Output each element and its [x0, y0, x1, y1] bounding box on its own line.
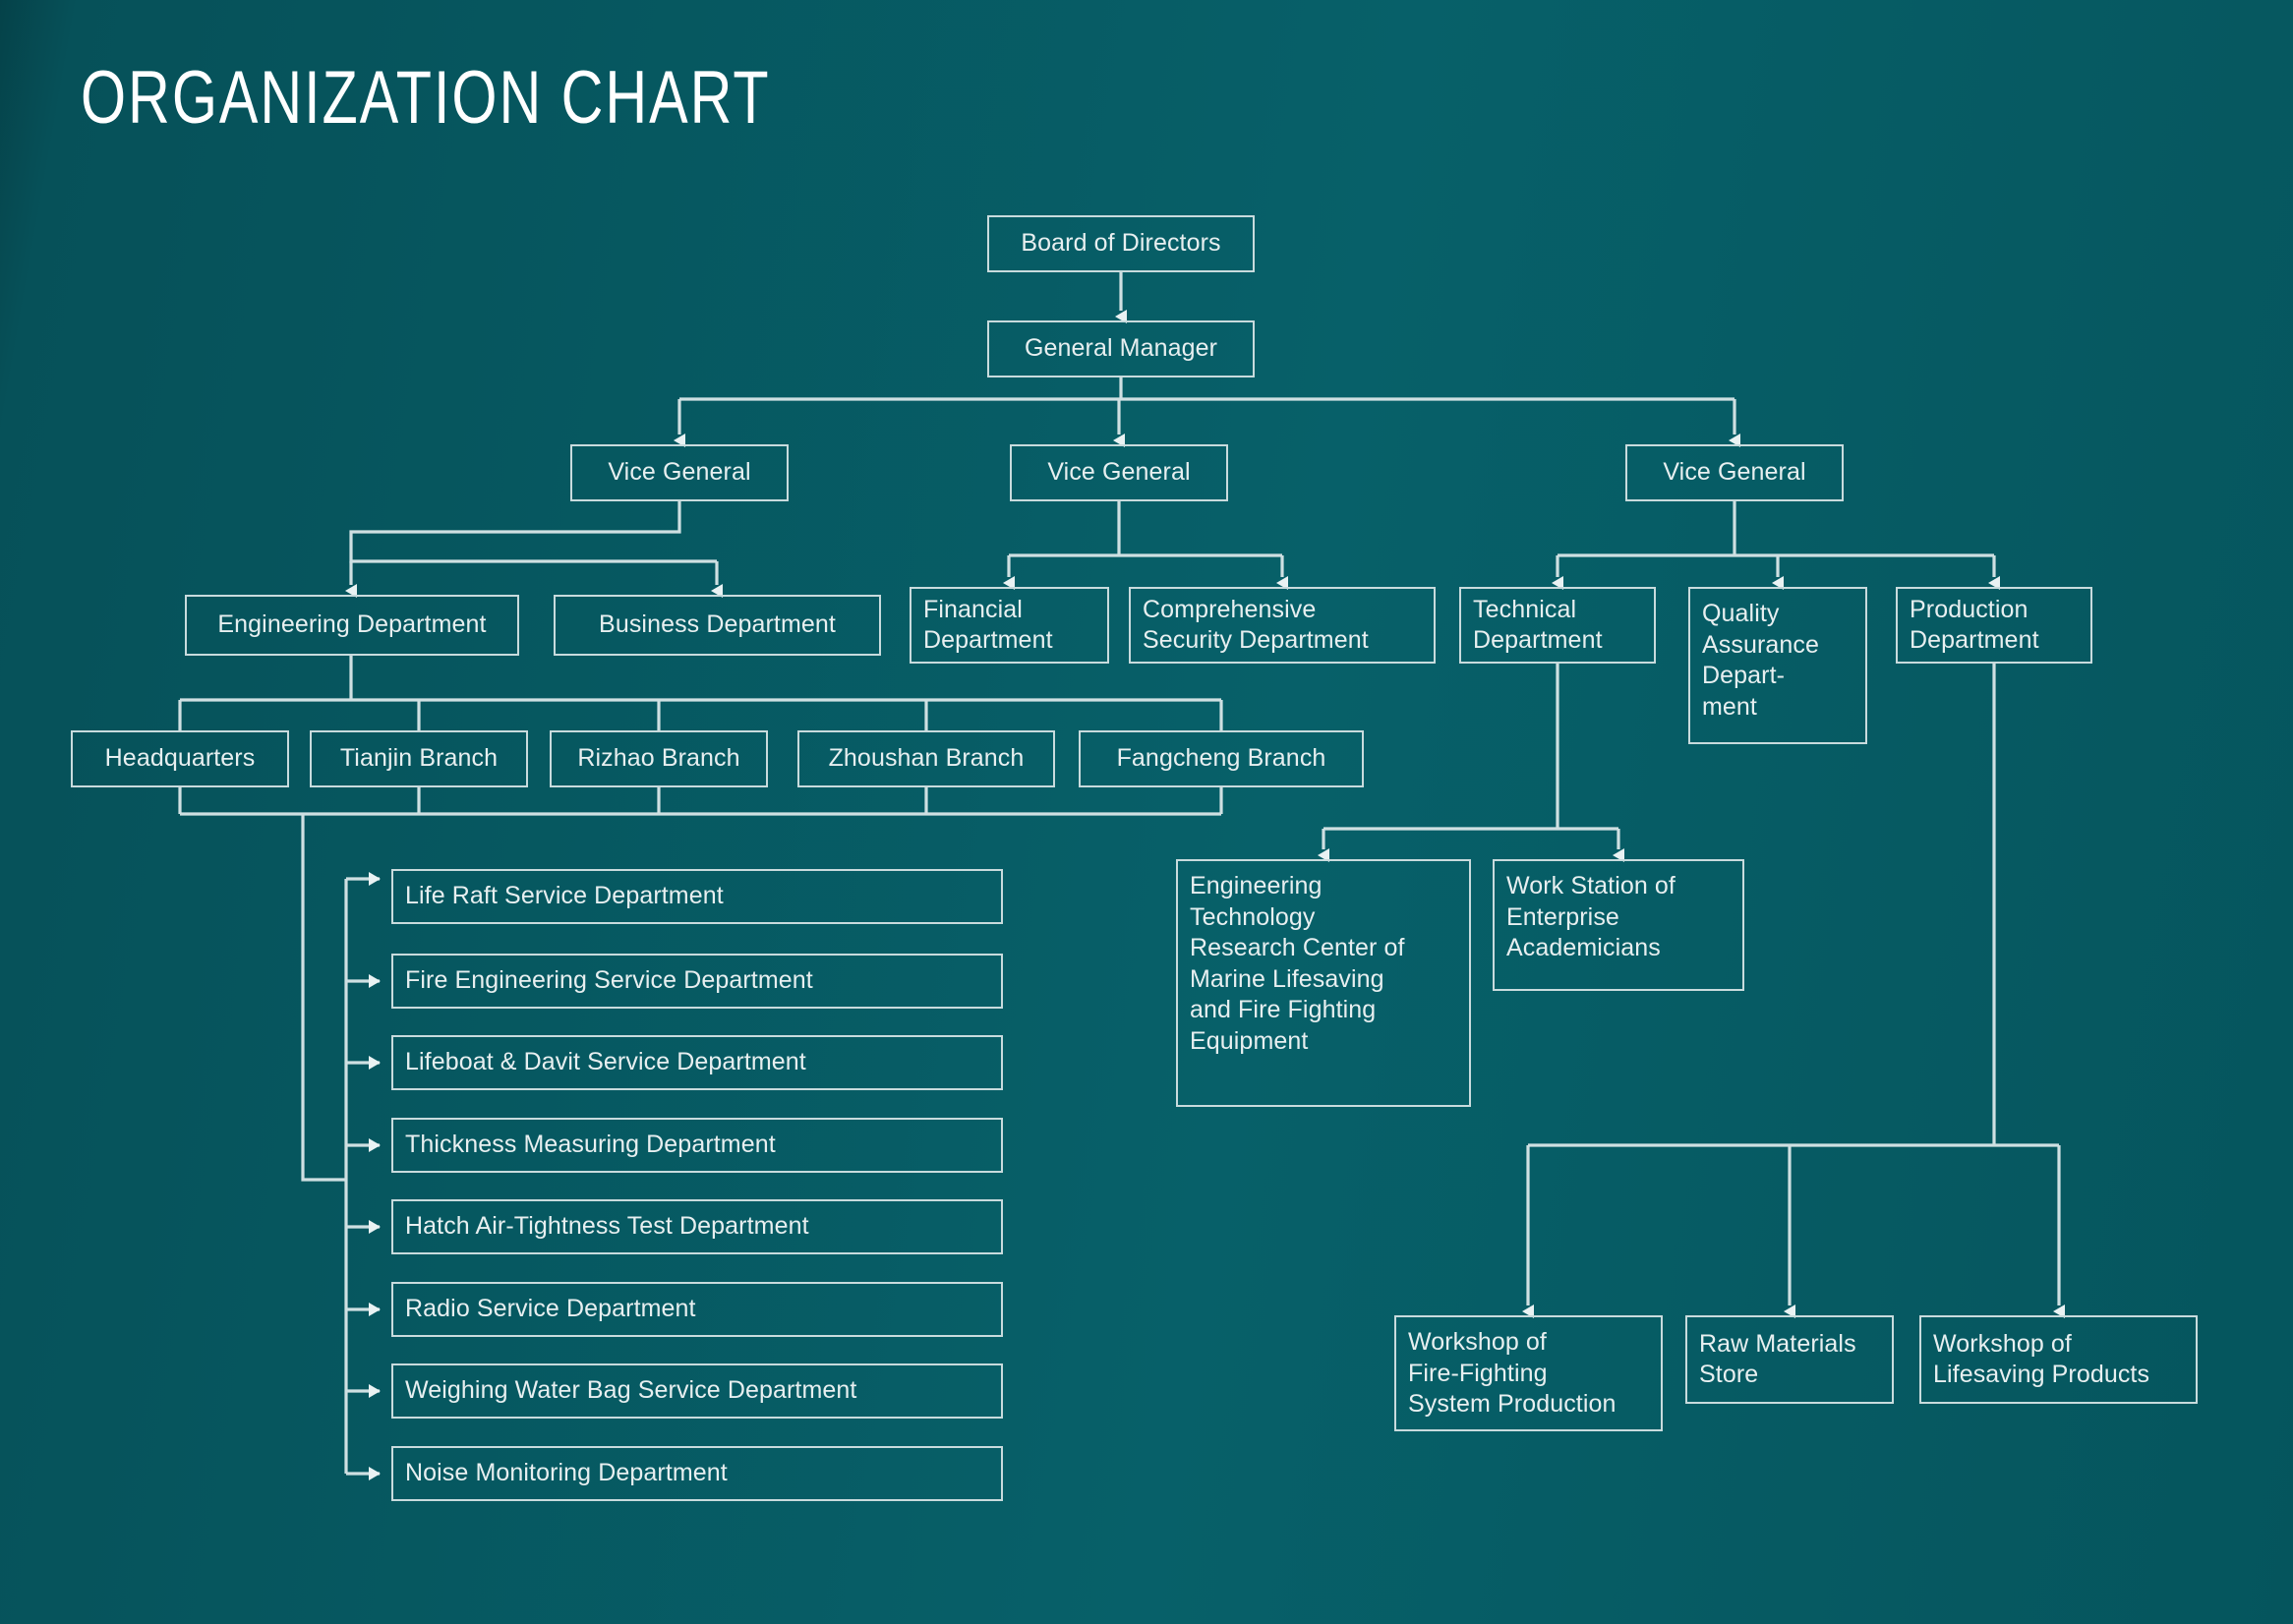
node-hq[interactable]: Headquarters [71, 730, 289, 787]
node-sec_dept[interactable]: Comprehensive Security Department [1129, 587, 1436, 664]
node-ws_life[interactable]: Workshop of Lifesaving Products [1919, 1315, 2198, 1404]
node-fin_dept[interactable]: Financial Department [910, 587, 1109, 664]
edge-gm-trunk [679, 377, 1734, 401]
node-vg3[interactable]: Vice General [1625, 444, 1844, 501]
node-lifeboat[interactable]: Lifeboat & Davit Service Department [391, 1035, 1003, 1090]
edge-tech-bus [1323, 664, 1618, 831]
edge-hq-dropline [301, 814, 346, 1182]
node-weighing[interactable]: Weighing Water Bag Service Department [391, 1363, 1003, 1419]
node-gm[interactable]: General Manager [987, 320, 1255, 377]
node-qa_dept[interactable]: Quality Assurance Depart- ment [1688, 587, 1867, 744]
node-fangcheng[interactable]: Fangcheng Branch [1079, 730, 1364, 787]
node-ws_fire[interactable]: Workshop of Fire-Fighting System Product… [1394, 1315, 1663, 1431]
node-biz_dept[interactable]: Business Department [554, 595, 881, 656]
node-vg1[interactable]: Vice General [570, 444, 789, 501]
node-hatch[interactable]: Hatch Air-Tightness Test Department [391, 1199, 1003, 1254]
edge-vg2-bus [1009, 501, 1282, 557]
node-tech_dept[interactable]: Technical Department [1459, 587, 1656, 664]
edge-vg3-bus [1558, 501, 1994, 557]
node-life_raft[interactable]: Life Raft Service Department [391, 869, 1003, 924]
edge-branch-lower-bus [178, 787, 1223, 816]
node-rizhao[interactable]: Rizhao Branch [550, 730, 768, 787]
node-tianjin[interactable]: Tianjin Branch [310, 730, 528, 787]
edge-vg1-step [349, 501, 717, 563]
node-raw_store[interactable]: Raw Materials Store [1685, 1315, 1894, 1404]
node-fire_eng[interactable]: Fire Engineering Service Department [391, 954, 1003, 1009]
node-thickness[interactable]: Thickness Measuring Department [391, 1118, 1003, 1173]
node-radio[interactable]: Radio Service Department [391, 1282, 1003, 1337]
node-zhoushan[interactable]: Zhoushan Branch [797, 730, 1055, 787]
node-workstation[interactable]: Work Station of Enterprise Academicians [1493, 859, 1744, 991]
node-prod_dept[interactable]: Production Department [1896, 587, 2092, 664]
node-etrc[interactable]: Engineering Technology Research Center o… [1176, 859, 1471, 1107]
node-vg2[interactable]: Vice General [1010, 444, 1228, 501]
node-noise[interactable]: Noise Monitoring Department [391, 1446, 1003, 1501]
page-title: ORGANIZATION CHART [81, 56, 771, 140]
node-eng_dept[interactable]: Engineering Department [185, 595, 519, 656]
node-board[interactable]: Board of Directors [987, 215, 1255, 272]
